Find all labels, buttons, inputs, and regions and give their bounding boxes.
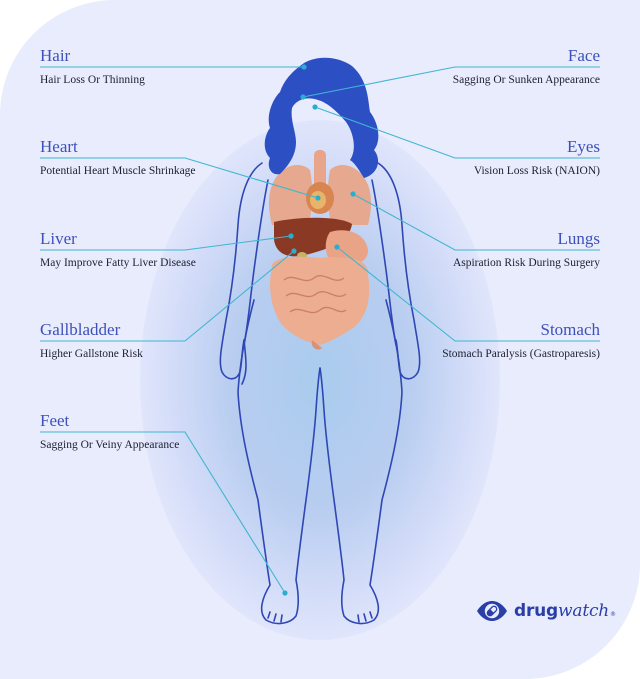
callout-desc: Potential Heart Muscle Shrinkage bbox=[40, 165, 196, 177]
callout-liver: Liver May Improve Fatty Liver Disease bbox=[40, 229, 196, 270]
leader-dots bbox=[282, 64, 356, 596]
logo-brand-light: watch bbox=[558, 601, 610, 621]
callout-face: Face Sagging Or Sunken Appearance bbox=[453, 46, 600, 87]
callout-desc: Stomach Paralysis (Gastroparesis) bbox=[442, 348, 600, 360]
callout-title: Eyes bbox=[566, 137, 600, 156]
callout-desc: Sagging Or Veiny Appearance bbox=[40, 439, 180, 451]
callout-stomach: Stomach Stomach Paralysis (Gastroparesis… bbox=[442, 320, 600, 361]
callout-feet: Feet Sagging Or Veiny Appearance bbox=[40, 411, 179, 452]
leader-lines bbox=[40, 66, 600, 594]
callout-heart: Heart Potential Heart Muscle Shrinkage bbox=[40, 137, 196, 178]
callout-desc: Sagging Or Sunken Appearance bbox=[452, 74, 600, 86]
callout-desc: Vision Loss Risk (NAION) bbox=[473, 165, 600, 177]
organs bbox=[269, 150, 371, 350]
callout-desc: Aspiration Risk During Surgery bbox=[452, 257, 600, 269]
callout-desc: May Improve Fatty Liver Disease bbox=[40, 257, 196, 269]
callout-title: Face bbox=[567, 46, 600, 65]
body-outline bbox=[219, 162, 421, 625]
callout-title: Lungs bbox=[557, 229, 601, 248]
logo-brand-bold: drug bbox=[514, 601, 559, 621]
callout-title: Gallbladder bbox=[40, 320, 121, 339]
callout-title: Hair bbox=[40, 46, 71, 65]
callout-title: Liver bbox=[40, 229, 77, 248]
callout-title: Feet bbox=[40, 411, 70, 430]
callout-desc: Higher Gallstone Risk bbox=[40, 348, 143, 360]
eye-pill-icon bbox=[477, 601, 507, 621]
callout-hair: Hair Hair Loss Or Thinning bbox=[40, 46, 145, 87]
callout-desc: Hair Loss Or Thinning bbox=[40, 74, 145, 86]
callout-title: Heart bbox=[40, 137, 78, 156]
callout-gallbladder: Gallbladder Higher Gallstone Risk bbox=[40, 320, 143, 361]
callout-eyes: Eyes Vision Loss Risk (NAION) bbox=[474, 137, 600, 178]
registered-mark: ® bbox=[610, 611, 616, 618]
callout-lungs: Lungs Aspiration Risk During Surgery bbox=[453, 229, 600, 270]
drugwatch-logo: drugwatch® bbox=[476, 597, 616, 625]
callout-title: Stomach bbox=[540, 320, 601, 339]
